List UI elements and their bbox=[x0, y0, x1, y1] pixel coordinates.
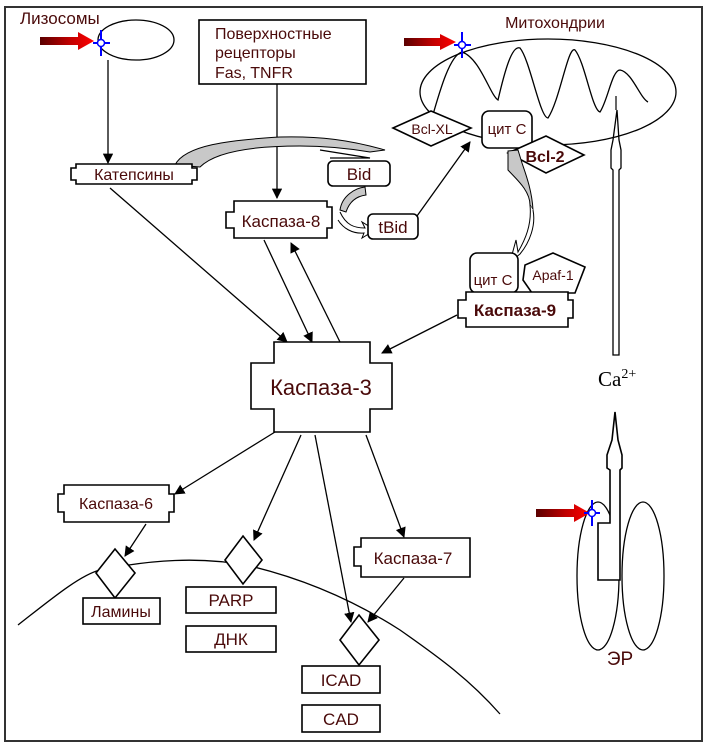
node-bcl-2: Bcl-2 bbox=[506, 135, 586, 174]
stimulus-arrow-icon bbox=[40, 32, 94, 50]
caspase6-label: Каспаза-6 bbox=[79, 496, 153, 513]
node-dna: ДНК bbox=[185, 625, 277, 653]
cleavage-site-icad bbox=[338, 613, 381, 667]
lysosome-label: Лизосомы bbox=[20, 9, 100, 28]
edge-caspase3-caspase8 bbox=[290, 242, 341, 343]
node-cytc-apoptosome: цит C bbox=[469, 252, 519, 294]
cleavage-site-lamins bbox=[94, 547, 137, 600]
cytc-mito-label: цит C bbox=[488, 121, 527, 138]
cathepsins-label: Катепсины bbox=[94, 167, 174, 184]
edge-caspase8-caspase3 bbox=[263, 239, 313, 343]
mitochondria-label: Митохондрии bbox=[505, 15, 605, 32]
receptors-line-2: рецепторы bbox=[215, 45, 296, 62]
dna-label: ДНК bbox=[214, 630, 248, 649]
er-label: ЭР bbox=[607, 649, 633, 670]
edge-caspase6-lamins bbox=[124, 523, 147, 557]
cleavage-site-parp bbox=[224, 534, 264, 586]
lysosome: Лизосомы bbox=[20, 9, 175, 61]
parp-label: PARP bbox=[208, 591, 253, 610]
mitochondrion: Митохондрии bbox=[419, 15, 677, 146]
damage-marker-icon bbox=[454, 32, 471, 58]
calcium-channel bbox=[610, 96, 622, 356]
edge-caspase3-icad bbox=[314, 434, 355, 624]
node-parp: PARP bbox=[185, 586, 277, 614]
edge-tbid-mito bbox=[416, 141, 471, 217]
bcl-2-label: Bcl-2 bbox=[525, 149, 564, 166]
flow-cathepsins-bid bbox=[174, 136, 386, 168]
endoplasmic-reticulum: ЭР bbox=[576, 411, 665, 670]
node-cytc-mito: цит C bbox=[481, 110, 533, 149]
flow-arrowhead-cytc bbox=[509, 204, 535, 264]
node-caspase3: Каспаза-3 bbox=[250, 341, 393, 433]
caspase9-label: Каспаза-9 bbox=[474, 301, 556, 320]
edge-caspase7-icad bbox=[367, 577, 405, 623]
edge-cathepsins-caspase3 bbox=[109, 187, 288, 343]
tbid-label: tBid bbox=[378, 218, 407, 237]
edge-caspase3-caspase7 bbox=[365, 434, 406, 538]
edge-caspase3-caspase6 bbox=[174, 431, 276, 495]
bcl-xl-label: Bcl-XL bbox=[411, 121, 452, 137]
edge-caspase3-parp bbox=[253, 434, 302, 541]
stimulus-arrow-icon bbox=[536, 504, 590, 522]
calcium-label: Ca2+ bbox=[598, 367, 636, 391]
caspase3-label: Каспаза-3 bbox=[270, 375, 372, 400]
node-cad: CAD bbox=[301, 704, 381, 733]
bid-label: Bid bbox=[347, 165, 372, 184]
icad-label: ICAD bbox=[321, 671, 362, 690]
caspase7-label: Каспаза-7 bbox=[374, 549, 453, 568]
receptors-line-1: Поверхностные bbox=[215, 26, 332, 43]
node-cathepsins: Катепсины bbox=[70, 163, 198, 185]
node-caspase7: Каспаза-7 bbox=[353, 537, 471, 578]
node-lamins: Ламины bbox=[82, 597, 161, 625]
receptors-line-3: Fas, TNFR bbox=[215, 65, 293, 82]
node-bcl-xl: Bcl-XL bbox=[391, 110, 473, 147]
node-caspase9: Каспаза-9 bbox=[457, 291, 574, 328]
stimulus-arrow-icon bbox=[404, 34, 456, 50]
flow-arrowhead-bid bbox=[319, 149, 371, 159]
node-caspase6: Каспаза-6 bbox=[57, 484, 175, 523]
flow-bid-tbid bbox=[339, 186, 367, 213]
surface-receptors-box: Поверхностные рецепторы Fas, TNFR bbox=[198, 19, 367, 85]
apaf1-label: Apaf-1 bbox=[532, 267, 573, 283]
node-tbid: tBid bbox=[367, 213, 419, 240]
cytc-apoptosome-label: цит C bbox=[474, 272, 513, 289]
cad-label: CAD bbox=[323, 710, 359, 729]
diagram-frame bbox=[4, 6, 703, 742]
damage-marker-icon bbox=[584, 500, 600, 526]
node-apaf1: Apaf-1 bbox=[522, 252, 587, 294]
node-caspase8: Каспаза-8 bbox=[225, 200, 333, 239]
node-icad: ICAD bbox=[301, 665, 381, 694]
lamins-label: Ламины bbox=[91, 604, 151, 621]
damage-marker-icon bbox=[93, 30, 110, 56]
edge-caspase9-caspase3 bbox=[381, 314, 458, 354]
node-bid: Bid bbox=[327, 160, 391, 187]
caspase8-label: Каспаза-8 bbox=[242, 212, 321, 231]
